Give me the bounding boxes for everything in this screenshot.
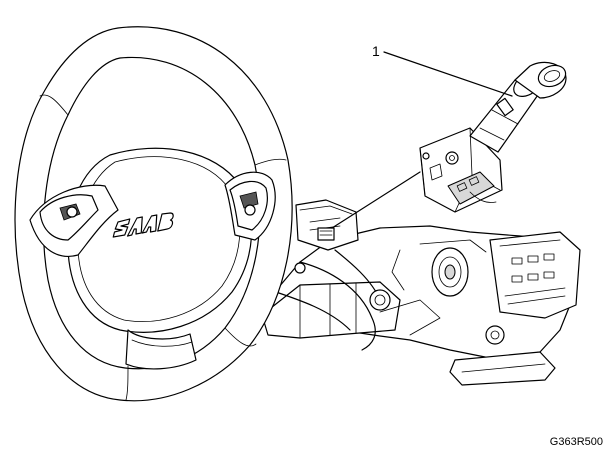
callout-number-label: 1 [372,43,380,59]
saab-logo-icon [112,212,174,238]
turn-signal-switch-icon [419,61,567,213]
figure-code-label: G363R500 [549,436,603,448]
right-control-pad-icon [229,180,268,231]
steering-wheel-icon [14,26,293,402]
callout-leader-lines [331,51,513,229]
left-control-pad-icon [39,194,99,241]
steering-column-icon [261,199,581,386]
